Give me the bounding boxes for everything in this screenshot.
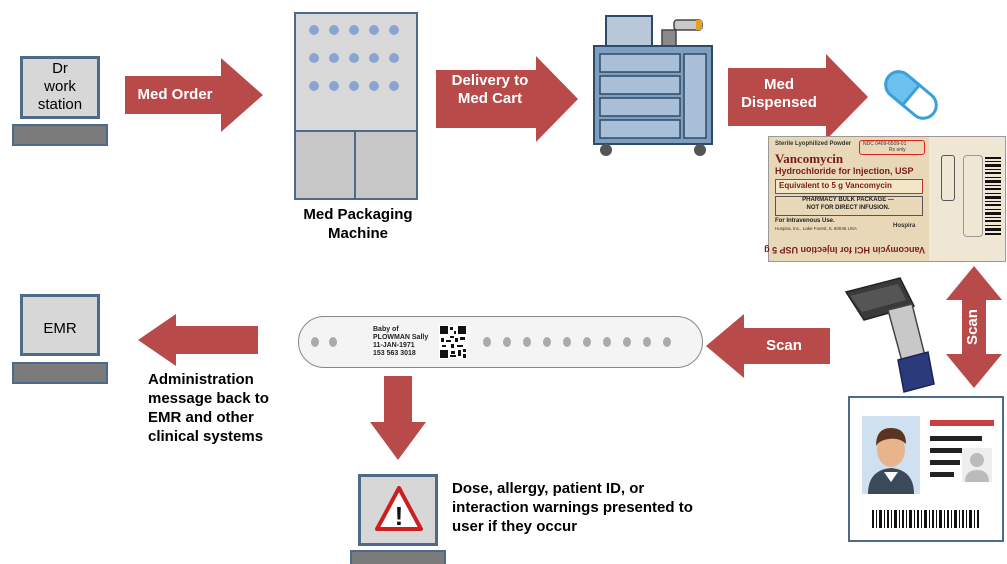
packaging-machine: [294, 12, 418, 200]
wristband-qr-code: [439, 325, 467, 359]
warning-icon: !: [375, 486, 423, 531]
administration-caption: Administration message back to EMR and o…: [148, 371, 269, 445]
staff-id-badge: [848, 396, 1004, 542]
workstation-label-line1: Dr: [52, 60, 68, 77]
badge-barcode: [872, 510, 979, 528]
pill-icon: [884, 70, 938, 120]
workstation-label-line3: station: [37, 96, 83, 113]
med-cart: [593, 15, 713, 156]
warning-symbol: !: [395, 501, 404, 531]
wristband-holes-left: [311, 337, 337, 347]
emr-monitor: EMR: [20, 294, 100, 356]
delivery-arrow: [436, 56, 578, 142]
delivery-label: Delivery to Med Cart: [451, 72, 529, 107]
person-photo-icon: [862, 416, 920, 494]
med-order-arrow: [125, 58, 263, 132]
small-person-icon: [962, 448, 992, 482]
warning-monitor: !: [358, 474, 438, 546]
warning-base: [350, 550, 446, 564]
scan-vertical-label: Scan: [964, 309, 981, 345]
emr-base: [12, 362, 108, 384]
pill-dots: [309, 25, 399, 91]
emr-arrow: [138, 314, 258, 366]
workstation-label-line2: work: [44, 78, 76, 95]
workstation-base: [12, 124, 108, 146]
workstation-monitor: Dr work station: [20, 56, 100, 119]
scan-vertical-arrow: [946, 266, 1002, 388]
med-order-label: Med Order: [137, 86, 213, 103]
med-dispensed-arrow: [728, 54, 868, 140]
emr-label: EMR: [43, 320, 77, 337]
vancomycin-label: Sterile Lyophilized Powder NDC 0409-6509…: [764, 136, 1006, 262]
warnings-caption: Dose, allergy, patient ID, or interactio…: [452, 480, 693, 535]
vial-barcode: [985, 157, 1001, 235]
patient-wristband: Baby of PLOWMAN Sally 11-JAN-1971 153 56…: [298, 316, 703, 368]
scan-left-label: Scan: [766, 337, 802, 354]
wristband-holes-right: [483, 337, 671, 347]
wristband-text: Baby of PLOWMAN Sally 11-JAN-1971 153 56…: [373, 326, 429, 357]
barcode-scanner-icon: [844, 277, 935, 393]
packaging-machine-caption: Med Packaging Machine: [303, 206, 413, 242]
warning-down-arrow: [370, 376, 426, 460]
scan-left-arrow: [706, 314, 830, 378]
med-dispensed-label: Med Dispensed: [741, 76, 817, 111]
